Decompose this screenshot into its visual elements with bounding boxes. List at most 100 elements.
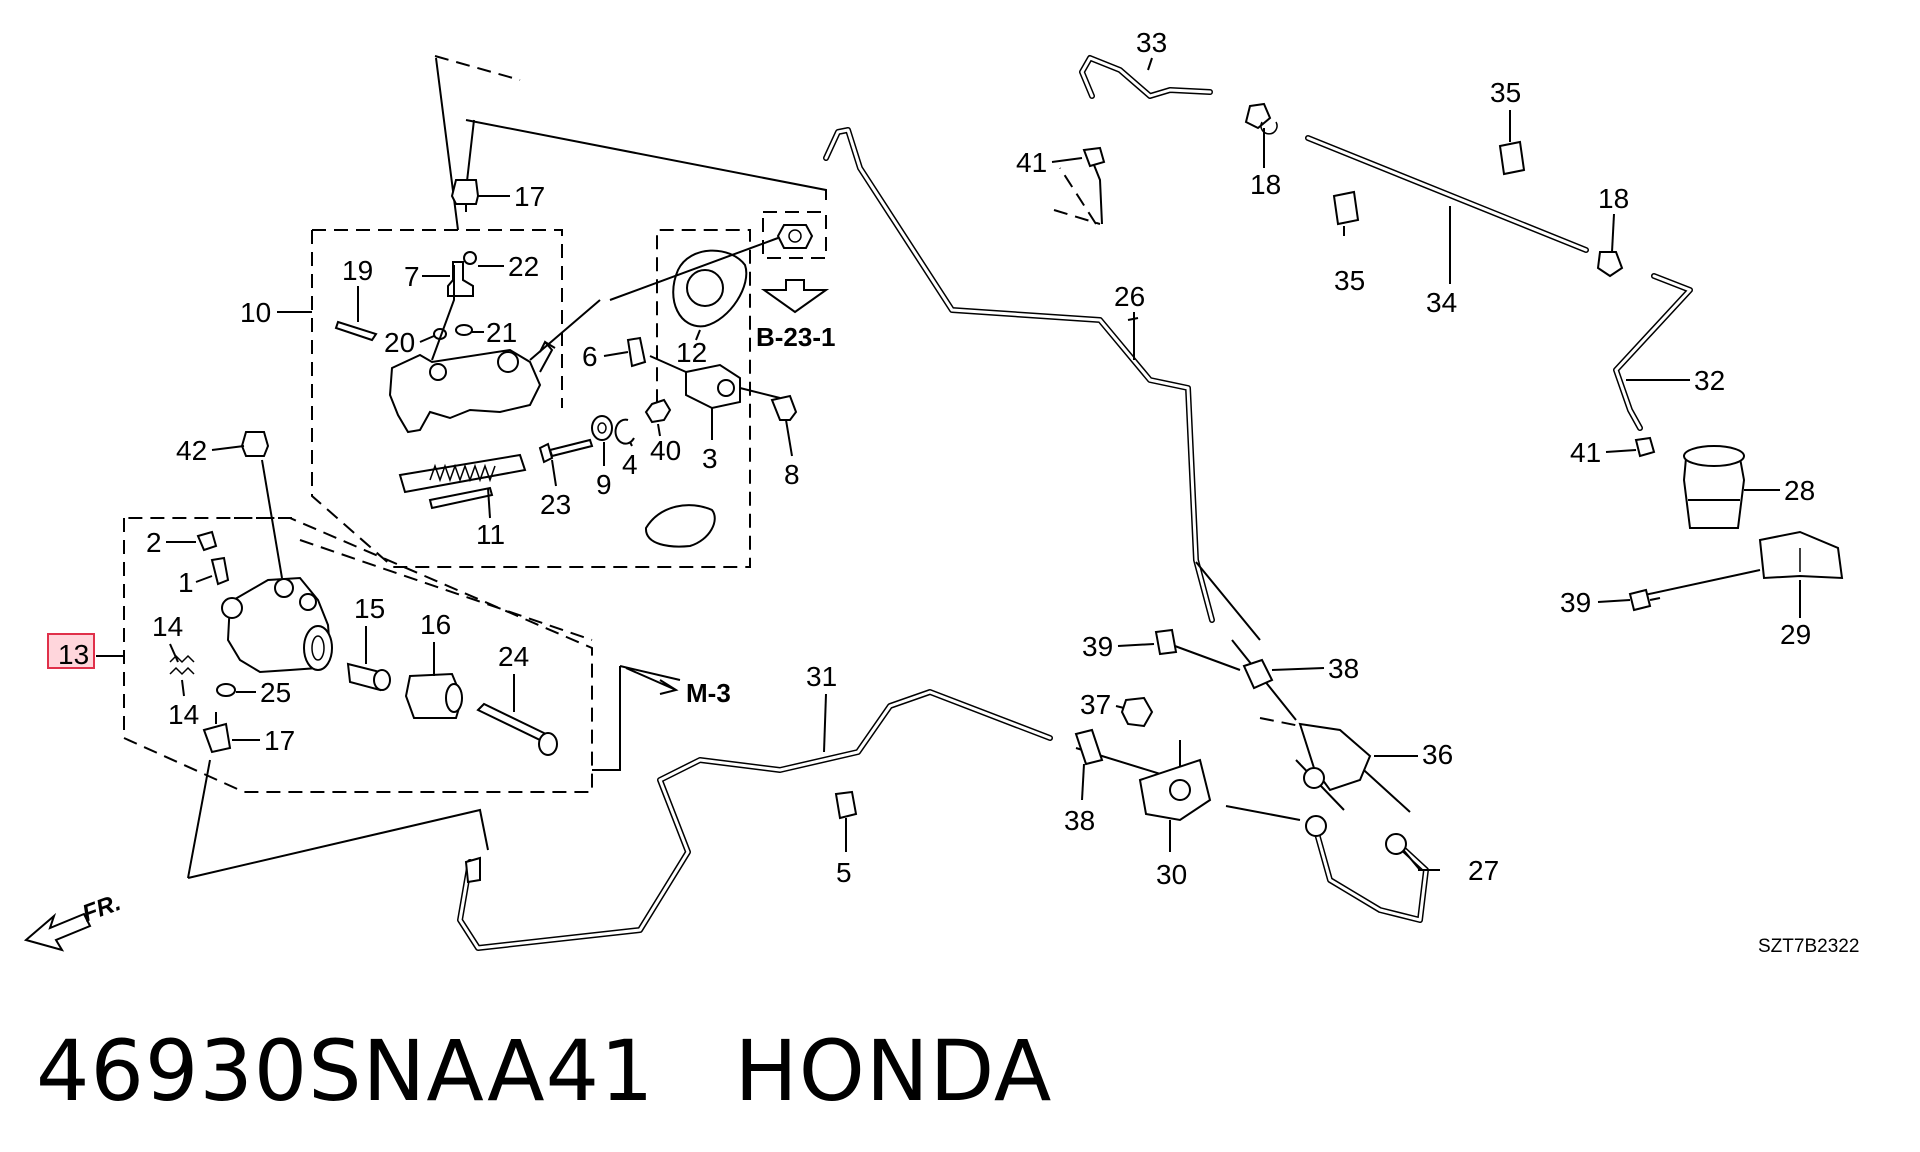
callout-33: 33: [1136, 27, 1167, 58]
callout-35: 35: [1334, 265, 1365, 296]
callout-42: 42: [176, 435, 207, 466]
slave-cylinder-group: [47, 431, 681, 879]
callout-41: 41: [1016, 147, 1047, 178]
callout-3: 3: [702, 443, 718, 474]
spring-14: [169, 654, 195, 664]
callout-37: 37: [1080, 689, 1111, 720]
part-number: 46930SNAA41: [36, 1022, 655, 1120]
ring-4: [614, 418, 635, 445]
diagram-code: SZT7B2322: [1758, 936, 1859, 957]
clip-38: [1074, 728, 1104, 766]
nut-37: [1120, 696, 1154, 728]
washer-9: [591, 415, 613, 441]
clip-38: [1242, 658, 1274, 690]
clutch-pipe-31: [457, 689, 1053, 951]
callout-6: 6: [582, 341, 598, 372]
callout-5: 5: [836, 857, 852, 888]
callout-labels: 33 41 18 35 17 19 7 22 10 20 21 6 12 26 …: [58, 27, 1815, 890]
clip-6: [626, 336, 647, 368]
nut-40: [644, 398, 672, 424]
callout-9: 9: [596, 469, 612, 500]
callout-38: 38: [1328, 653, 1359, 684]
callout-13: 13: [58, 639, 89, 670]
callout-39: 39: [1082, 631, 1113, 662]
bolt-39: [1154, 628, 1178, 656]
clamp-18: [1596, 251, 1624, 278]
bleeder-17-lower: [202, 722, 232, 754]
callout-32: 32: [1694, 365, 1725, 396]
callout-25: 25: [260, 677, 291, 708]
ring-25: [216, 683, 236, 697]
clip-35: [1332, 190, 1360, 226]
clip-41: [1082, 146, 1106, 168]
callout-14: 14: [152, 611, 183, 642]
callout-16: 16: [420, 609, 451, 640]
callout-38: 38: [1064, 805, 1095, 836]
callout-20: 20: [384, 327, 415, 358]
callout-13-highlight: [47, 633, 95, 669]
group-boundary: [311, 229, 751, 568]
callout-40: 40: [650, 435, 681, 466]
callout-15: 15: [354, 593, 385, 624]
pin-7: [447, 261, 474, 297]
pad: [644, 504, 716, 548]
group-boundary: [1053, 167, 1101, 225]
bolt-39: [1628, 588, 1652, 612]
reference-b-23-1: B-23-1: [756, 322, 835, 352]
callout-34: 34: [1426, 287, 1457, 318]
group-boundary: [434, 55, 521, 81]
hose-27: [1313, 827, 1429, 923]
master-cylinder-group: [277, 55, 830, 568]
callout-31: 31: [806, 661, 837, 692]
callout-36: 36: [1422, 739, 1453, 770]
front-arrow-icon: [23, 912, 92, 952]
callout-21: 21: [486, 317, 517, 348]
callout-17: 17: [514, 181, 545, 212]
clamp-18: [1244, 102, 1272, 130]
callout-17: 17: [264, 725, 295, 756]
nut-b231: [776, 224, 814, 249]
callout-18: 18: [1598, 183, 1629, 214]
bleeder-1: [210, 556, 230, 586]
callout-35: 35: [1490, 77, 1521, 108]
callout-2: 2: [146, 527, 162, 558]
callout-30: 30: [1156, 859, 1187, 890]
pipes: [457, 55, 1761, 951]
reservoir-28: [1682, 457, 1746, 529]
clip-41: [1634, 436, 1656, 458]
callout-14: 14: [168, 699, 199, 730]
bolt-8: [770, 394, 798, 421]
callout-1: 1: [178, 567, 194, 598]
callout-23: 23: [540, 489, 571, 520]
callout-4: 4: [622, 449, 638, 480]
callout-8: 8: [784, 459, 800, 490]
callout-39: 39: [1560, 587, 1591, 618]
callout-11: 11: [476, 519, 505, 550]
bleeder-17: [450, 179, 480, 205]
part-footer: 46930SNAA41 HONDA: [36, 1022, 1052, 1120]
bracket-29: [1758, 530, 1844, 580]
group-boundary: [232, 517, 593, 641]
brand-name: HONDA: [734, 1022, 1053, 1120]
callout-12: 12: [676, 337, 707, 368]
callout-19: 19: [342, 255, 373, 286]
callout-29: 29: [1780, 619, 1811, 650]
callout-26: 26: [1114, 281, 1145, 312]
front-label: FR.: [79, 889, 125, 928]
rod-24: [476, 702, 548, 742]
callout-41: 41: [1570, 437, 1601, 468]
cap-2: [196, 530, 218, 552]
clip-5: [834, 790, 858, 820]
arrow-down-icon: [760, 279, 830, 314]
callout-24: 24: [498, 641, 529, 672]
front-direction-marker: FR.: [23, 889, 125, 952]
reference-m-3: M-3: [686, 678, 731, 708]
bolt-42: [240, 431, 270, 457]
clip-35: [1498, 140, 1526, 176]
clip-19: [334, 320, 378, 342]
callout-27: 27: [1468, 855, 1499, 886]
callout-7: 7: [404, 261, 420, 292]
callout-10: 10: [240, 297, 271, 328]
